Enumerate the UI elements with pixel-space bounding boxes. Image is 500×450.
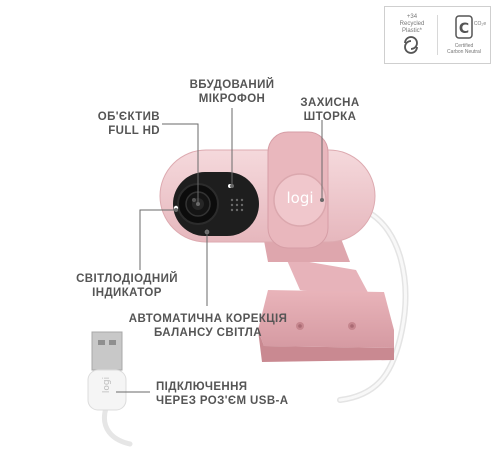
co2-label: CO₂e xyxy=(473,21,487,27)
callout-microphone: ВБУДОВАНИЙ МІКРОФОН xyxy=(176,78,288,106)
usb-cable xyxy=(102,405,133,447)
usb-label-line1: ПІДКЛЮЧЕННЯ xyxy=(156,381,248,393)
leader-lines xyxy=(116,108,324,393)
recycled-line2: Recycled xyxy=(399,21,425,27)
lens-label-line2: FULL HD xyxy=(108,125,160,137)
microphone-grille xyxy=(230,198,244,212)
shutter-label-line2: ШТОРКА xyxy=(303,111,357,123)
webcam-body xyxy=(159,131,376,249)
recycled-badge-text: +34 Recycled Plastic* xyxy=(389,14,435,35)
carbon-neutral-icon: C xyxy=(455,15,473,39)
callout-usb: ПІДКЛЮЧЕННЯ ЧЕРЕЗ РОЗ'ЄМ USB-A xyxy=(156,380,306,408)
lens-label-line1: ОБ'ЄКТИВ xyxy=(97,111,160,123)
carbon-badge-text: Certified Carbon Neutral xyxy=(441,43,487,55)
carbon-line3: Carbon Neutral xyxy=(447,49,481,55)
white-balance-label-line1: АВТОМАТИЧНА КОРЕКЦІЯ xyxy=(128,313,288,325)
callout-led: СВІТЛОДІОДНИЙ ІНДИКАТОР xyxy=(62,272,192,300)
led-label-line1: СВІТЛОДІОДНИЙ xyxy=(76,273,178,285)
microphone-label-line2: МІКРОФОН xyxy=(198,93,266,105)
usb-label-line2: ЧЕРЕЗ РОЗ'ЄМ USB-A xyxy=(156,395,289,407)
certification-badges: C +34 Recycled Plastic* CO₂e Certified C… xyxy=(384,6,491,64)
badge-divider xyxy=(437,15,438,55)
led-label-line2: ІНДИКАТОР xyxy=(92,287,162,299)
webcam-mount xyxy=(258,230,394,362)
callout-white-balance: АВТОМАТИЧНА КОРЕКЦІЯ БАЛАНСУ СВІТЛА xyxy=(122,312,294,340)
shutter-label-line1: ЗАХИСНА xyxy=(300,97,360,109)
usb-plug-logo: logi xyxy=(102,376,112,394)
recycled-line3: Plastic* xyxy=(401,28,422,34)
shutter-knob xyxy=(273,173,327,227)
recycle-icon xyxy=(404,36,418,54)
recycled-line1: +34 xyxy=(406,14,418,20)
white-balance-label-line2: БАЛАНСУ СВІТЛА xyxy=(154,327,262,339)
usb-a-plug xyxy=(87,331,133,447)
microphone-label-line1: ВБУДОВАНИЙ xyxy=(189,79,275,91)
carbon-line2: Certified xyxy=(454,43,474,49)
callout-lens: ОБ'ЄКТИВ FULL HD xyxy=(60,110,160,138)
callout-shutter: ЗАХИСНА ШТОРКА xyxy=(290,96,370,124)
svg-text:C: C xyxy=(459,21,469,37)
logitech-logo: logi xyxy=(286,189,314,207)
